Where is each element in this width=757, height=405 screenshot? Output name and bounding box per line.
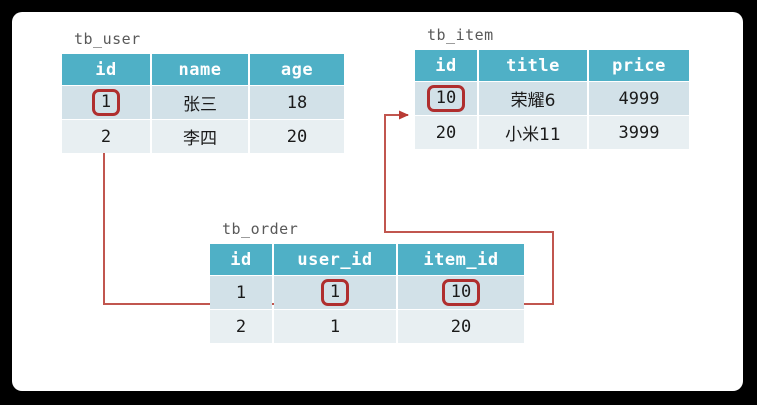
tb-user-cell-age-1: 18: [250, 86, 344, 119]
tb-item-col-price: price: [589, 50, 689, 81]
tb-item-header-row: id title price: [415, 50, 689, 81]
tb-user-table: id name age 1 张三 18: [60, 53, 346, 154]
highlight-item-id: 10: [426, 85, 466, 112]
tb-order-cell-user-id-1: 1: [274, 276, 396, 309]
tb-order-col-id: id: [210, 244, 272, 275]
tb-order-col-item-id: item_id: [398, 244, 524, 275]
table-title-tb-user: tb_user: [74, 30, 141, 48]
tb-item-cell-id-2: 20: [415, 116, 477, 149]
tb-user-col-name: name: [152, 54, 248, 85]
tb-user-cell-name-2: 李四: [152, 120, 248, 153]
tb-order-cell-id-1: 1: [210, 276, 272, 309]
highlight-order-item-id: 10: [441, 279, 481, 306]
tb-user-col-age: age: [250, 54, 344, 85]
tb-item-row-2: 20 小米11 3999: [415, 116, 689, 149]
tb-item-cell-price-2: 3999: [589, 116, 689, 149]
tb-order-cell-item-id-2: 20: [398, 310, 524, 343]
table-tb-user: tb_user id name age 1: [60, 30, 346, 154]
tb-user-row-1: 1 张三 18: [62, 86, 344, 119]
table-title-tb-order: tb_order: [222, 220, 299, 238]
tb-user-header-row: id name age: [62, 54, 344, 85]
tb-order-row-2: 2 1 20: [210, 310, 524, 343]
tb-user-cell-id-2: 2: [62, 120, 150, 153]
diagram-canvas: tb_user id name age 1: [12, 12, 743, 391]
tb-order-cell-id-2: 2: [210, 310, 272, 343]
table-tb-order: tb_order id user_id item_id 1 1: [208, 220, 526, 344]
tb-item-col-title: title: [479, 50, 587, 81]
tb-item-col-id: id: [415, 50, 477, 81]
tb-order-table: id user_id item_id 1 1 10: [208, 243, 526, 344]
tb-item-cell-title-2: 小米11: [479, 116, 587, 149]
tb-user-cell-id-1: 1: [62, 86, 150, 119]
tb-item-cell-price-1: 4999: [589, 82, 689, 115]
tb-user-col-id: id: [62, 54, 150, 85]
tb-item-cell-title-1: 荣耀6: [479, 82, 587, 115]
highlight-user-id: 1: [91, 89, 121, 116]
tb-item-row-1: 10 荣耀6 4999: [415, 82, 689, 115]
tb-user-cell-age-2: 20: [250, 120, 344, 153]
table-title-tb-item: tb_item: [427, 26, 494, 44]
tb-order-cell-item-id-1: 10: [398, 276, 524, 309]
highlight-order-user-id: 1: [320, 279, 350, 306]
tb-order-cell-user-id-2: 1: [274, 310, 396, 343]
table-tb-item: tb_item id title price 10: [413, 26, 691, 150]
tb-order-col-user-id: user_id: [274, 244, 396, 275]
tb-item-cell-id-1: 10: [415, 82, 477, 115]
tb-item-table: id title price 10 荣耀6 4999: [413, 49, 691, 150]
tb-order-row-1: 1 1 10: [210, 276, 524, 309]
tb-user-row-2: 2 李四 20: [62, 120, 344, 153]
tb-order-header-row: id user_id item_id: [210, 244, 524, 275]
tb-user-cell-name-1: 张三: [152, 86, 248, 119]
